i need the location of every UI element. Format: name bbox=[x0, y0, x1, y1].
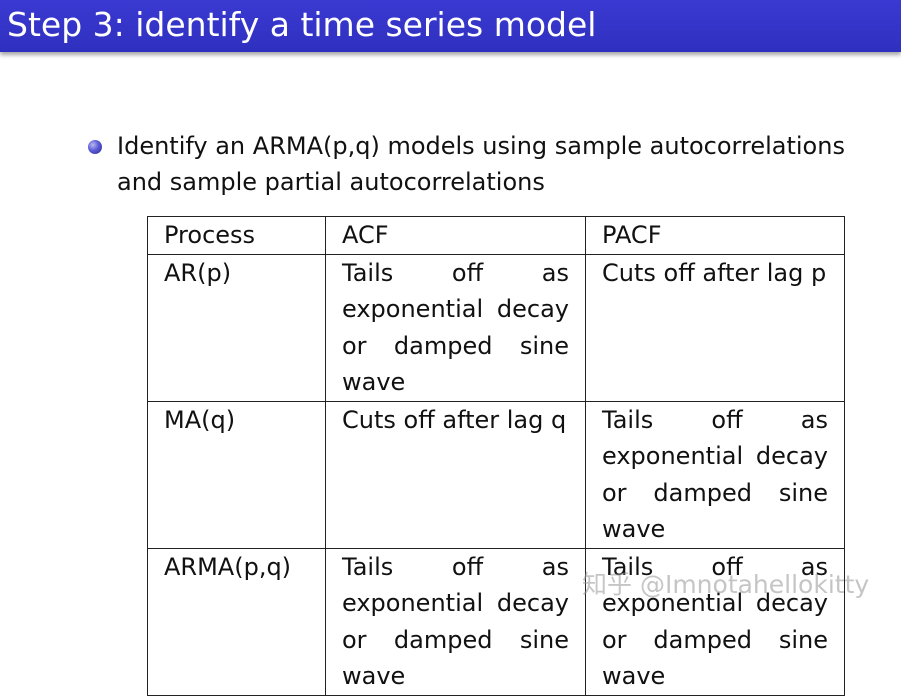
bullet-icon bbox=[88, 140, 102, 154]
acf-cell: Cuts off after lag q bbox=[325, 400, 586, 549]
table-row: MA(q) Cuts off after lag q Tails off as … bbox=[147, 400, 845, 549]
process-cell: MA(q) bbox=[147, 400, 326, 549]
header-acf: ACF bbox=[325, 216, 586, 255]
table-header-row: Process ACF PACF bbox=[147, 216, 845, 255]
pacf-cell: Tails off as exponential decay or damped… bbox=[585, 400, 845, 549]
watermark: 知乎 @Imnotahellokitty bbox=[582, 570, 870, 599]
header-pacf: PACF bbox=[585, 216, 845, 255]
acf-cell: Tails off as exponential decay or damped… bbox=[325, 547, 586, 696]
bullet-text: Identify an ARMA(p,q) models using sampl… bbox=[117, 132, 845, 196]
process-cell: AR(p) bbox=[147, 253, 326, 402]
pacf-cell: Cuts off after lag p bbox=[585, 253, 845, 402]
process-table: Process ACF PACF AR(p) Tails off as expo… bbox=[147, 216, 845, 696]
header-process: Process bbox=[147, 216, 326, 255]
acf-cell: Tails off as exponential decay or damped… bbox=[325, 253, 586, 402]
process-cell: ARMA(p,q) bbox=[147, 547, 326, 696]
title-bar: Step 3: identify a time series model bbox=[0, 0, 901, 52]
slide-title: Step 3: identify a time series model bbox=[7, 5, 597, 44]
table-row: AR(p) Tails off as exponential decay or … bbox=[147, 253, 845, 402]
